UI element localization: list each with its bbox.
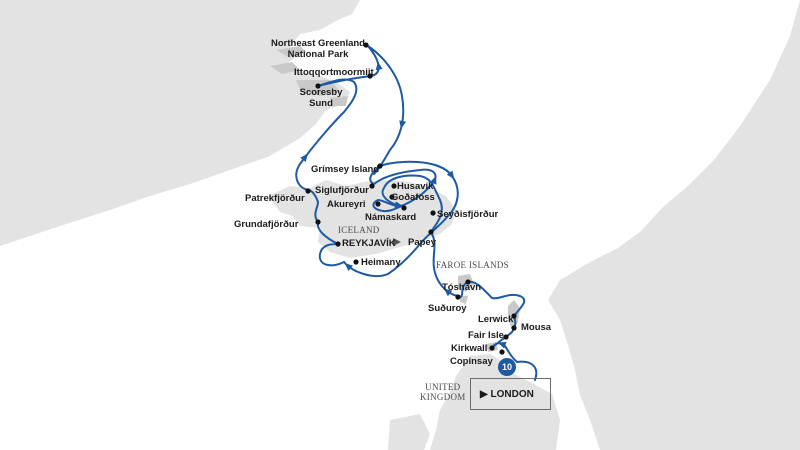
route-arrow-icon	[375, 61, 383, 71]
port-dot-icon	[389, 194, 395, 200]
port-label-northeast-greenland: Northeast Greenland National Park	[271, 38, 365, 60]
port-label-reykjavik: REYKJAVÍK	[342, 238, 396, 249]
port-dot-icon	[489, 345, 495, 351]
port-dot-icon	[511, 313, 517, 319]
port-dot-icon	[428, 229, 434, 235]
play-triangle-icon	[393, 238, 401, 246]
region-label-faroe: FAROE ISLANDS	[436, 260, 509, 270]
port-dot-icon	[353, 259, 359, 265]
port-label-fair-isle: Fair Isle	[468, 330, 504, 341]
port-dot-icon	[369, 183, 375, 189]
start-port-label: ▶ LONDON	[480, 389, 534, 400]
port-label-copinsay: Copinsay	[450, 356, 493, 367]
route-arrow-icon	[399, 120, 407, 129]
iceland-landmass	[268, 180, 456, 258]
port-label-patreksfjordur: Patrekfjörður	[245, 193, 305, 204]
port-label-ittoqqortoormiit: Ittoqqortmoormiit	[294, 67, 374, 78]
play-triangle-icon: ▶	[480, 389, 488, 400]
port-dot-icon	[455, 294, 461, 300]
port-dot-icon	[499, 349, 505, 355]
port-dot-icon	[363, 42, 369, 48]
port-dot-icon	[375, 201, 381, 207]
port-dot-icon	[465, 279, 471, 285]
region-label-uk: UNITED KINGDOM	[420, 382, 466, 402]
day-count-badge: 10	[498, 358, 516, 376]
start-port-name: LONDON	[490, 389, 534, 400]
cruise-route	[295, 45, 538, 381]
port-label-godafoss: Goðafoss	[391, 192, 435, 203]
route-arrow-icon	[497, 341, 507, 349]
port-label-seydisfjordur: Seyðisfjörður	[437, 209, 499, 220]
port-dot-icon	[511, 325, 517, 331]
route-arrow-icon	[394, 201, 403, 209]
port-label-mousa: Mousa	[521, 322, 552, 333]
port-dot-icon	[335, 241, 341, 247]
route-arrow-icon	[300, 153, 308, 162]
port-label-suduroy: Suðuroy	[428, 303, 467, 314]
greenland-coast-islands	[270, 46, 348, 106]
port-label-lerwick: Lerwick	[478, 314, 514, 325]
port-label-siglufjordur: Siglufjörður	[315, 185, 369, 196]
port-label-akureyri: Akureyri	[327, 199, 366, 210]
port-label-husavik: Husavík	[397, 181, 434, 192]
route-direction-arrows	[300, 61, 507, 349]
port-label-namaskard: Námaskard	[365, 212, 417, 223]
port-label-grimsey: Grímsey Island	[311, 164, 380, 175]
port-dot-icon	[305, 188, 311, 194]
port-label-torshavn: Tóshavn	[442, 282, 482, 293]
ireland-landmass	[388, 414, 430, 450]
port-dot-icon	[401, 205, 407, 211]
port-dot-icon	[503, 334, 509, 340]
port-dot-icon	[430, 210, 436, 216]
port-label-grundarfjordur: Grundafjörður	[234, 219, 299, 230]
port-label-kirkwall: Kirkwall	[451, 343, 488, 354]
great-britain-landmass	[430, 354, 560, 450]
port-label-heimaey: Heimany	[361, 257, 401, 268]
port-dot-icon	[391, 183, 397, 189]
port-dot-icon	[315, 83, 321, 89]
route-arrow-icon	[344, 263, 354, 271]
port-dot-icon	[315, 219, 321, 225]
route-arrow-icon	[429, 175, 437, 185]
scandinavia-landmass	[548, 0, 800, 450]
route-arrow-icon	[446, 170, 455, 180]
port-label-scoresby-sund: Scoresby Sund	[299, 87, 343, 109]
port-markers	[305, 42, 517, 355]
port-dot-icon	[377, 163, 383, 169]
start-port-box	[470, 378, 551, 410]
port-dot-icon	[367, 73, 373, 79]
route-arrow-icon	[443, 288, 453, 297]
route-line	[295, 45, 538, 381]
greenland-landmass	[0, 0, 360, 246]
port-label-papey: Papey	[408, 237, 436, 248]
region-label-iceland: ICELAND	[338, 225, 380, 235]
